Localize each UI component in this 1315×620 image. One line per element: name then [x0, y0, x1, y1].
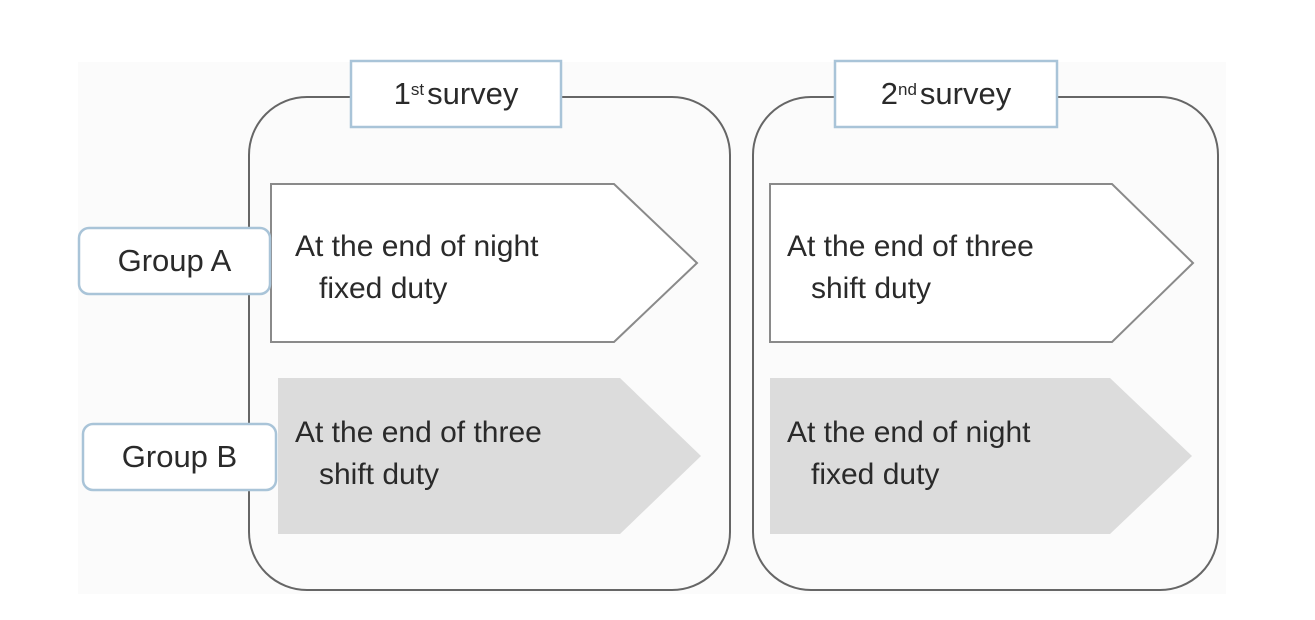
arrow-group-b-survey-2	[770, 378, 1192, 534]
cell-line-2: shift duty	[811, 272, 932, 305]
survey-2-number: 2	[880, 76, 898, 111]
arrow-group-a-survey-1	[270, 183, 699, 343]
cell-line-2: fixed duty	[319, 272, 448, 305]
survey-1-suffix: st	[410, 80, 425, 99]
survey-2-tab-box	[833, 59, 1059, 129]
survey-2-word: survey	[919, 76, 1012, 111]
group-a-tab-box	[77, 226, 272, 296]
cell-line-2: fixed duty	[811, 458, 940, 491]
cell-group-b-survey-2: At the end of night fixed duty	[787, 412, 1031, 496]
survey-2-suffix: nd	[898, 80, 917, 99]
arrow-group-b-survey-1	[278, 378, 701, 534]
arrow-group-a-survey-2	[769, 183, 1195, 343]
survey-1-number: 1	[393, 76, 411, 111]
cell-line-1: At the end of three	[787, 230, 1034, 263]
cell-group-b-survey-1: At the end of three shift duty	[295, 412, 542, 496]
survey-1-tab-box	[349, 59, 563, 129]
cell-line-1: At the end of three	[295, 416, 542, 449]
survey-1-word: survey	[427, 76, 519, 111]
group-b-label: Group B	[121, 439, 238, 474]
cell-group-a-survey-2: At the end of three shift duty	[787, 226, 1034, 310]
cell-group-a-survey-1: At the end of night fixed duty	[295, 226, 539, 310]
cell-line-1: At the end of night	[295, 230, 539, 263]
cell-line-1: At the end of night	[787, 416, 1031, 449]
group-b-tab-box	[81, 422, 278, 492]
group-a-label: Group A	[117, 243, 232, 278]
cell-line-2: shift duty	[319, 458, 440, 491]
